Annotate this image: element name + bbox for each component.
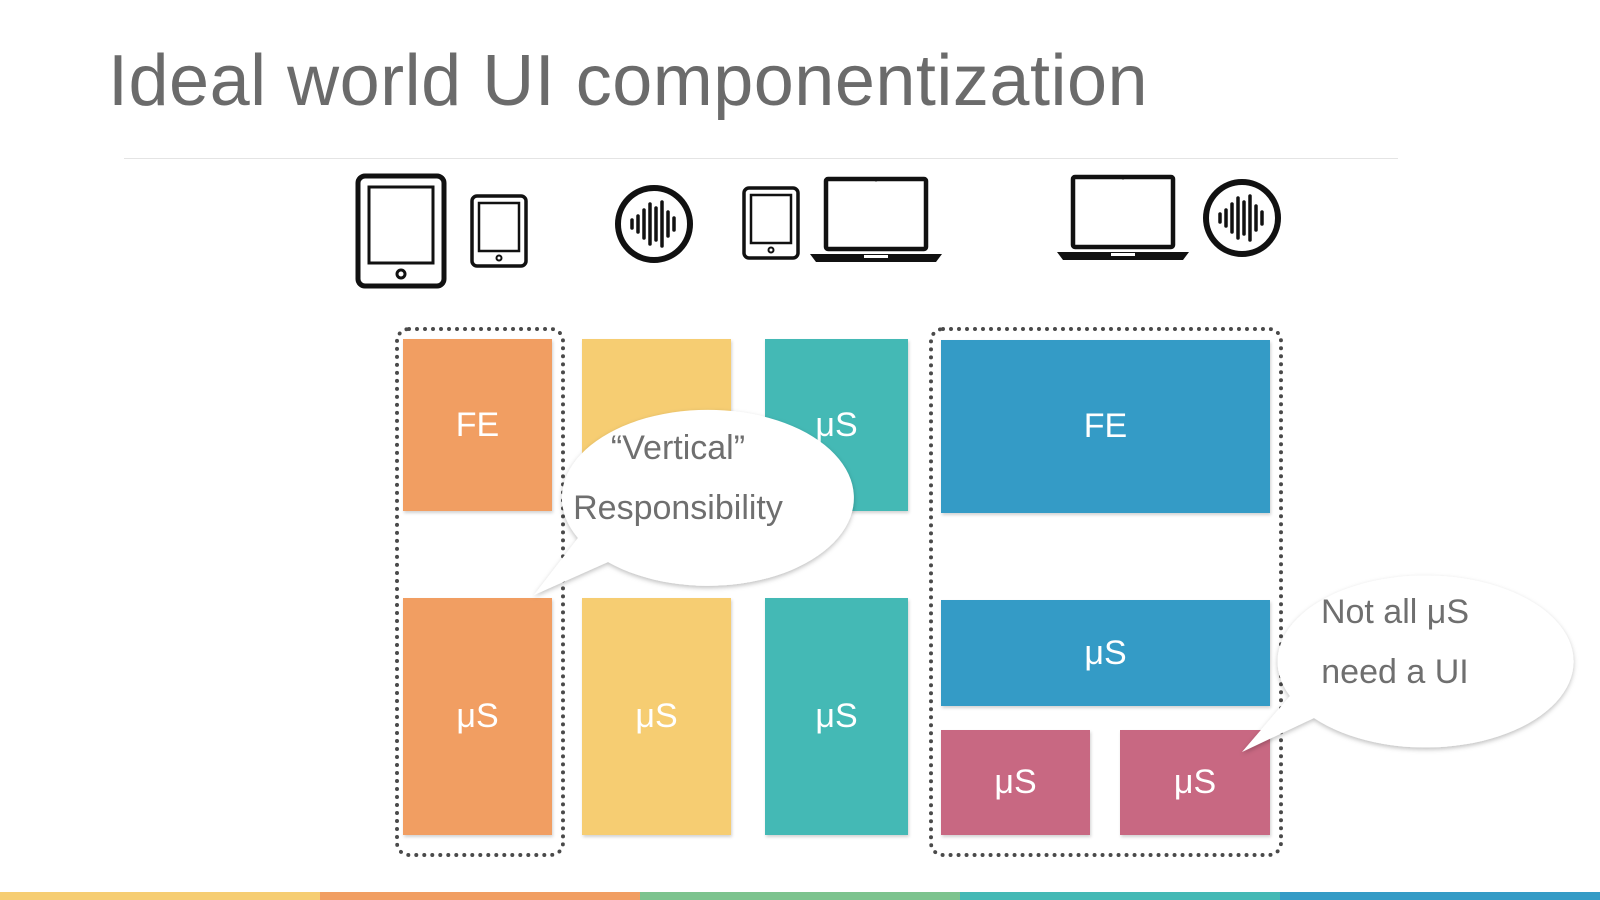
column4-microservice-right-label: μS [1173,763,1217,801]
laptop-icon [810,176,942,262]
column1-frontend-label: FE [455,405,500,444]
not-all-microservices-line1: Not all μS [1320,593,1470,631]
column1-microservice-label: μS [456,697,499,735]
slide-title: Ideal world UI componentization [108,41,1149,121]
column4-frontend-box: FE [941,340,1270,513]
column4-microservice-left-label: μS [994,763,1037,801]
column4-microservice-left-box: μS [941,730,1090,835]
vertical-responsibility-text: “Vertical” Responsibility [548,418,808,538]
column4-microservice-box: μS [941,600,1270,706]
tablet-small-icon [742,186,800,260]
not-all-microservices-line2: need a UI [1321,653,1469,691]
footer-bar-green [640,892,960,900]
column4-microservice-label: μS [1084,633,1127,672]
column1-microservice-box: μS [403,598,552,835]
column3-microservice-box: μS [765,598,908,835]
footer-bar-orange [320,892,640,900]
title-divider [124,158,1398,159]
not-all-microservices-text: Not all μS need a UI [1265,582,1525,702]
column3-microservice-label: μS [815,697,858,735]
footer-bar-teal [960,892,1280,900]
vertical-group-outline [395,327,565,857]
footer-bar-blue [1280,892,1600,900]
tablet-small-icon [470,194,528,268]
voice-assistant-icon [615,185,693,263]
column2-microservice-box: μS [582,598,731,835]
right-group-outline [929,327,1283,857]
column3-top-label: μS [815,405,858,444]
tablet-large-icon [355,173,447,289]
column4-microservice-right-box: μS [1120,730,1270,835]
footer-bar-yellow [0,892,320,900]
laptop-icon [1057,174,1189,260]
column4-frontend-label: FE [1083,407,1128,445]
vertical-responsibility-line2: Responsibility [573,489,783,527]
not-all-microservices-bubble [1242,575,1574,752]
column2-microservice-label: μS [635,697,678,735]
column1-frontend-box: FE [403,339,552,511]
voice-assistant-icon [1203,179,1281,257]
vertical-responsibility-bubble [534,409,854,595]
vertical-responsibility-line1: “Vertical” [610,429,746,467]
